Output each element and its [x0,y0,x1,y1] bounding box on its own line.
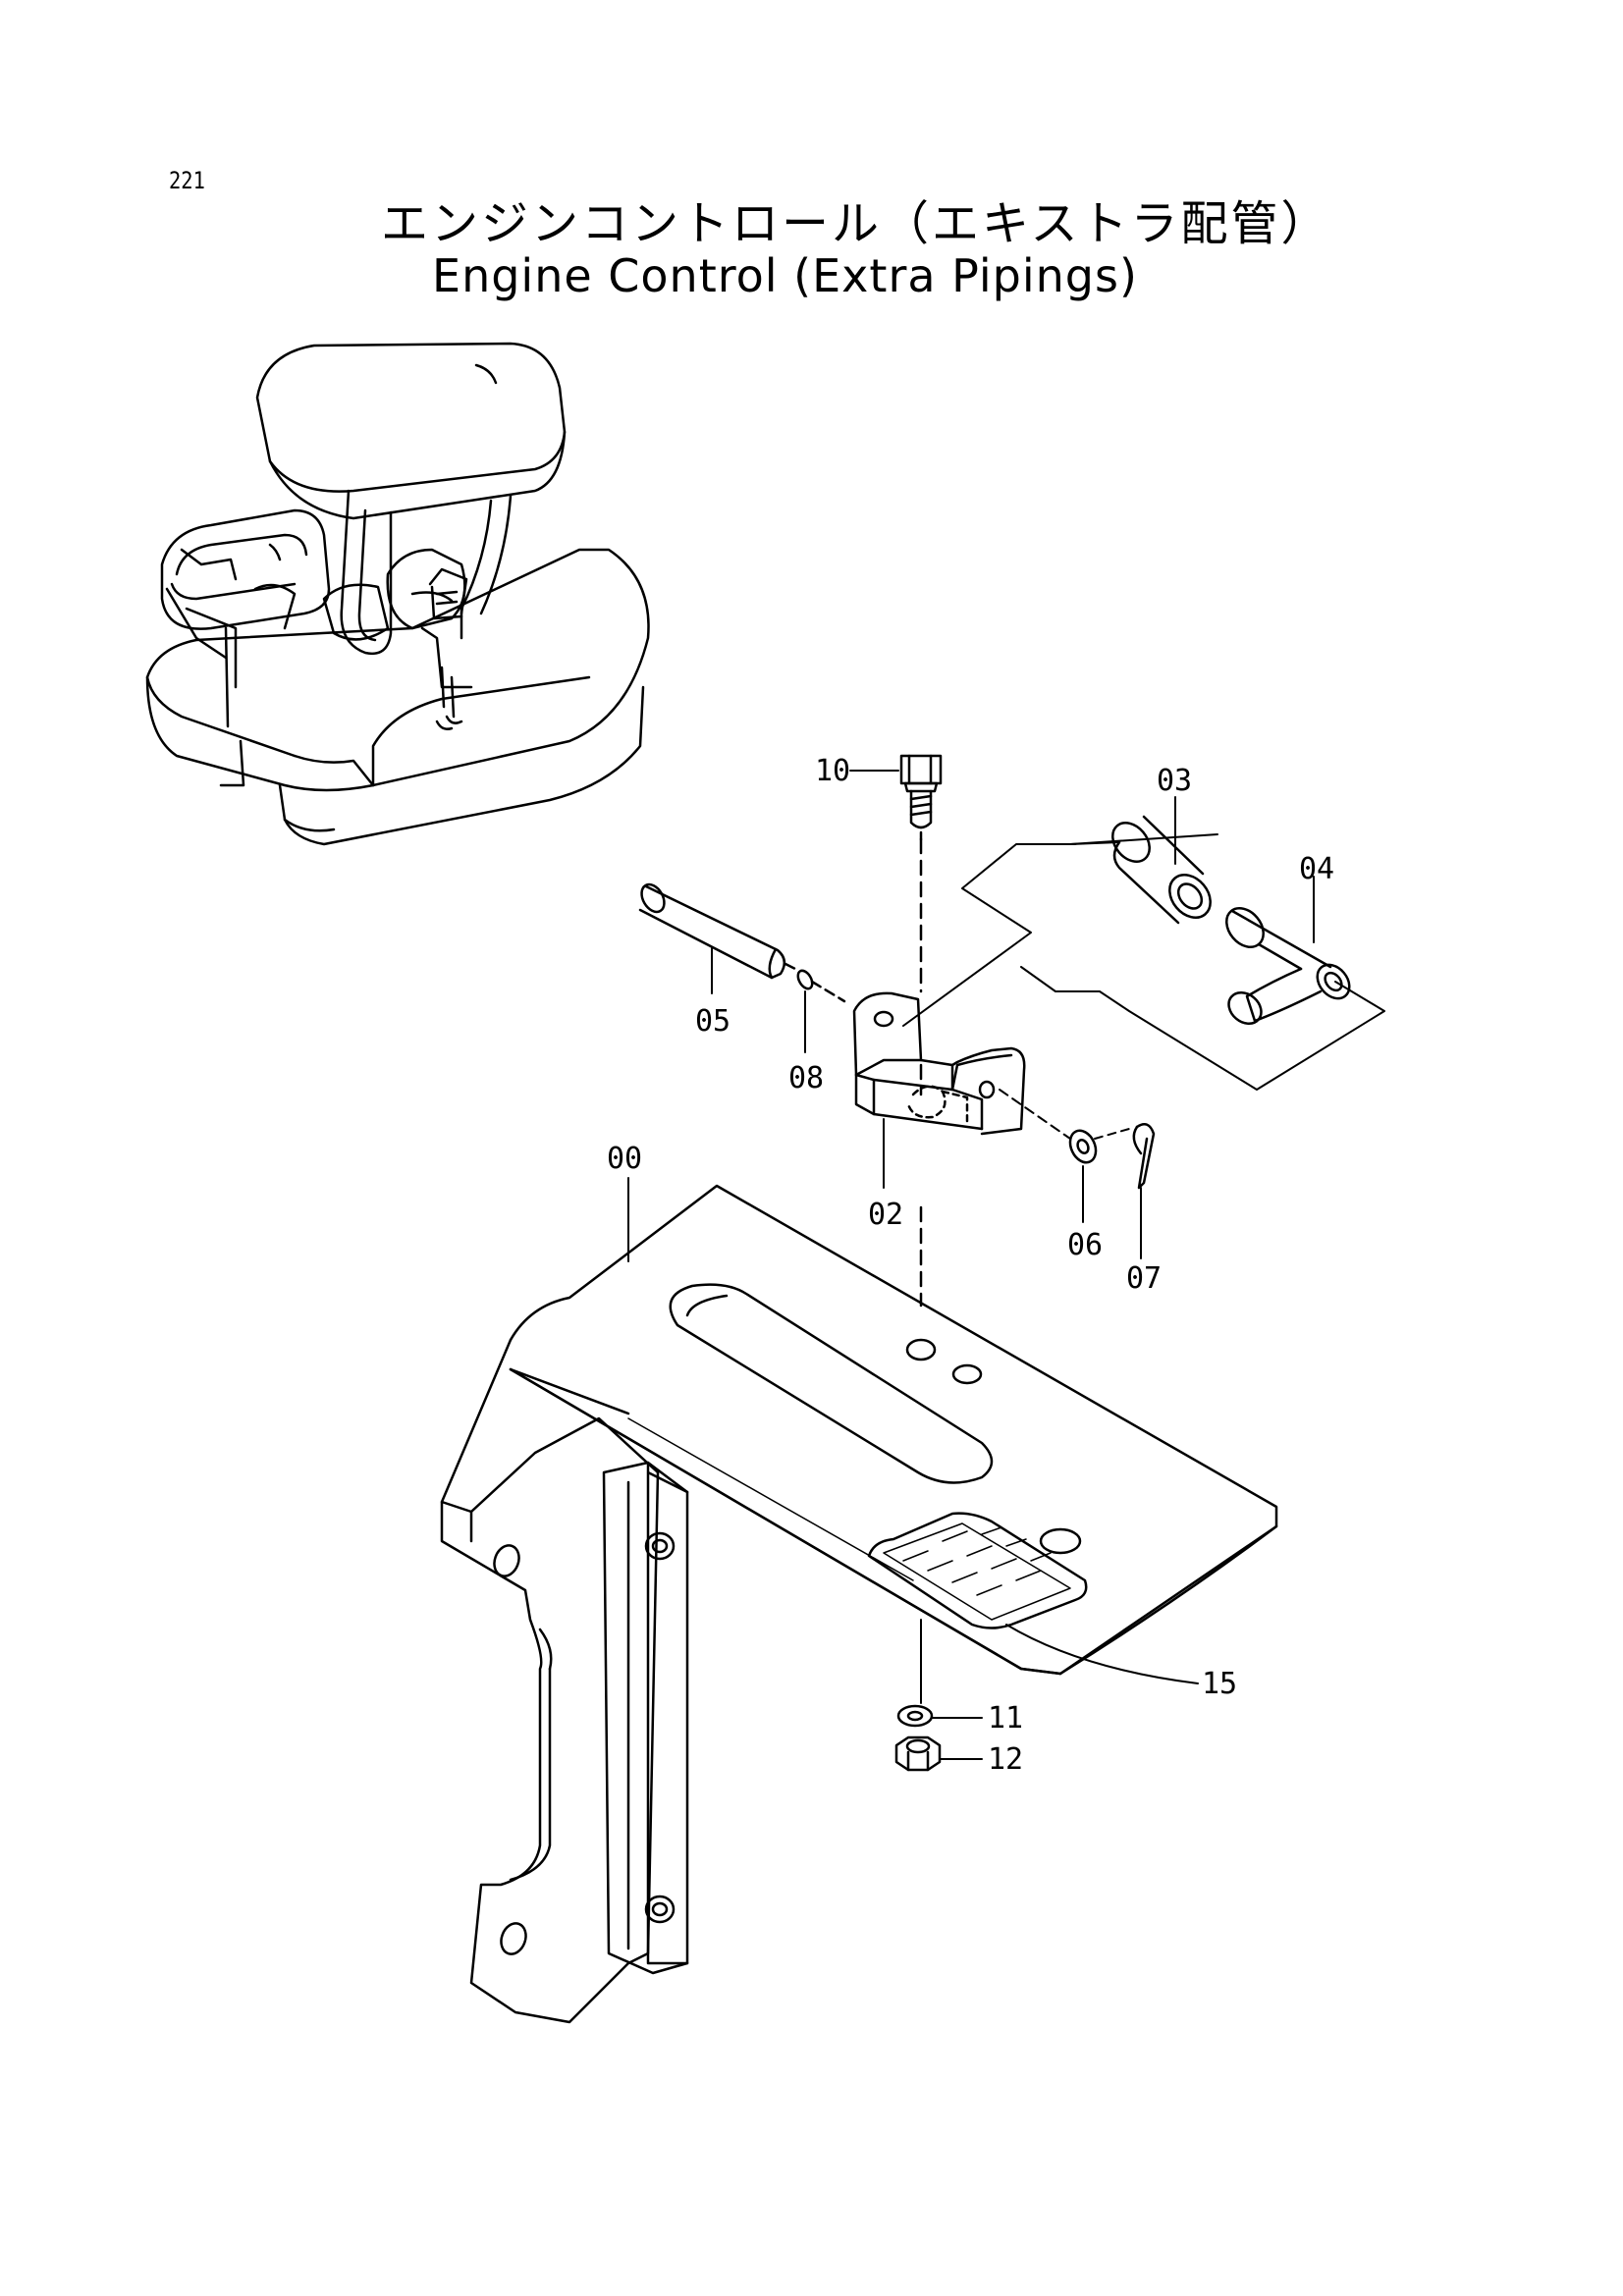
part-06-washer [1068,1129,1098,1164]
leader-lines [627,770,1315,1760]
label-10: 10 [815,754,850,788]
label-07: 07 [1126,1261,1162,1296]
page-number: 221 [169,167,205,194]
label-00: 00 [607,1142,642,1176]
part-07-cotter-pin [1132,1122,1156,1190]
label-12: 12 [988,1742,1023,1777]
machine-overview [145,342,650,846]
label-06: 06 [1067,1228,1103,1262]
label-15: 15 [1202,1667,1237,1701]
part-02-bracket [852,991,1026,1136]
part-00-base-plate [440,1184,1278,2024]
part-05-pin [638,882,786,980]
part-12-nut [894,1735,942,1772]
title-japanese: エンジンコントロール（エキストラ配管） [381,196,1331,251]
part-04-tube [1225,907,1351,1026]
title-english: Engine Control (Extra Pipings) [432,249,1138,302]
label-04: 04 [1299,852,1334,886]
label-05: 05 [695,1004,730,1039]
label-08: 08 [788,1061,824,1095]
label-02: 02 [868,1198,903,1232]
part-10-bolt [899,754,943,841]
part-11-washer [896,1704,934,1728]
label-11: 11 [988,1701,1023,1735]
label-03: 03 [1157,764,1192,798]
pin-05-axis [784,962,846,1003]
part-03-bushing [1111,815,1212,925]
part-08-o-ring [796,969,814,990]
